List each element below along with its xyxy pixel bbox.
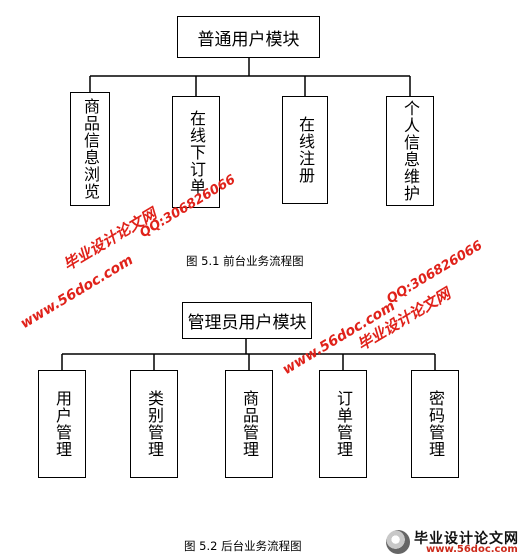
diagram2-child-label-1: 用户管理 <box>53 390 72 458</box>
site-logo: 毕业设计论文网 www.56doc.com <box>386 528 526 556</box>
diagram2-child-label-2: 类别管理 <box>145 390 164 458</box>
diagram2-child-box-5: 密码管理 <box>411 370 459 478</box>
diagram1-root-label: 普通用户模块 <box>197 29 300 50</box>
diagram2-child-label-3: 商品管理 <box>240 390 259 458</box>
diagram1-child-box-4: 个人信息维护 <box>386 96 434 206</box>
diagram1-child-box-3: 在线注册 <box>282 96 328 204</box>
diagram1-child-label-4: 个人信息维护 <box>401 100 420 202</box>
diagram1-child-label-3: 在线注册 <box>296 116 315 184</box>
diagram2-child-label-4: 订单管理 <box>334 390 353 458</box>
diagram2-child-box-1: 用户管理 <box>38 370 86 478</box>
logo-title: 毕业设计论文网 <box>414 531 519 547</box>
diagram2-child-box-3: 商品管理 <box>225 370 273 478</box>
diagram1-root-box: 普通用户模块 <box>177 16 320 58</box>
diagram2-root-label: 管理员用户模块 <box>187 313 307 333</box>
logo-globe-icon <box>386 530 410 554</box>
diagram2-root-box: 管理员用户模块 <box>182 302 312 339</box>
diagram1-caption: 图 5.1 前台业务流程图 <box>186 254 304 268</box>
diagram1-child-label-1: 商品信息浏览 <box>81 98 100 200</box>
diagram1-child-box-1: 商品信息浏览 <box>70 92 110 206</box>
diagram1-child-label-2: 在线下订单 <box>187 109 206 195</box>
diagram2-caption: 图 5.2 后台业务流程图 <box>184 539 302 553</box>
diagram1-child-box-2: 在线下订单 <box>172 96 220 208</box>
diagram2-child-box-2: 类别管理 <box>130 370 178 478</box>
logo-url: www.56doc.com <box>426 544 518 555</box>
diagram2-child-label-5: 密码管理 <box>426 390 445 458</box>
diagram2-child-box-4: 订单管理 <box>319 370 367 478</box>
